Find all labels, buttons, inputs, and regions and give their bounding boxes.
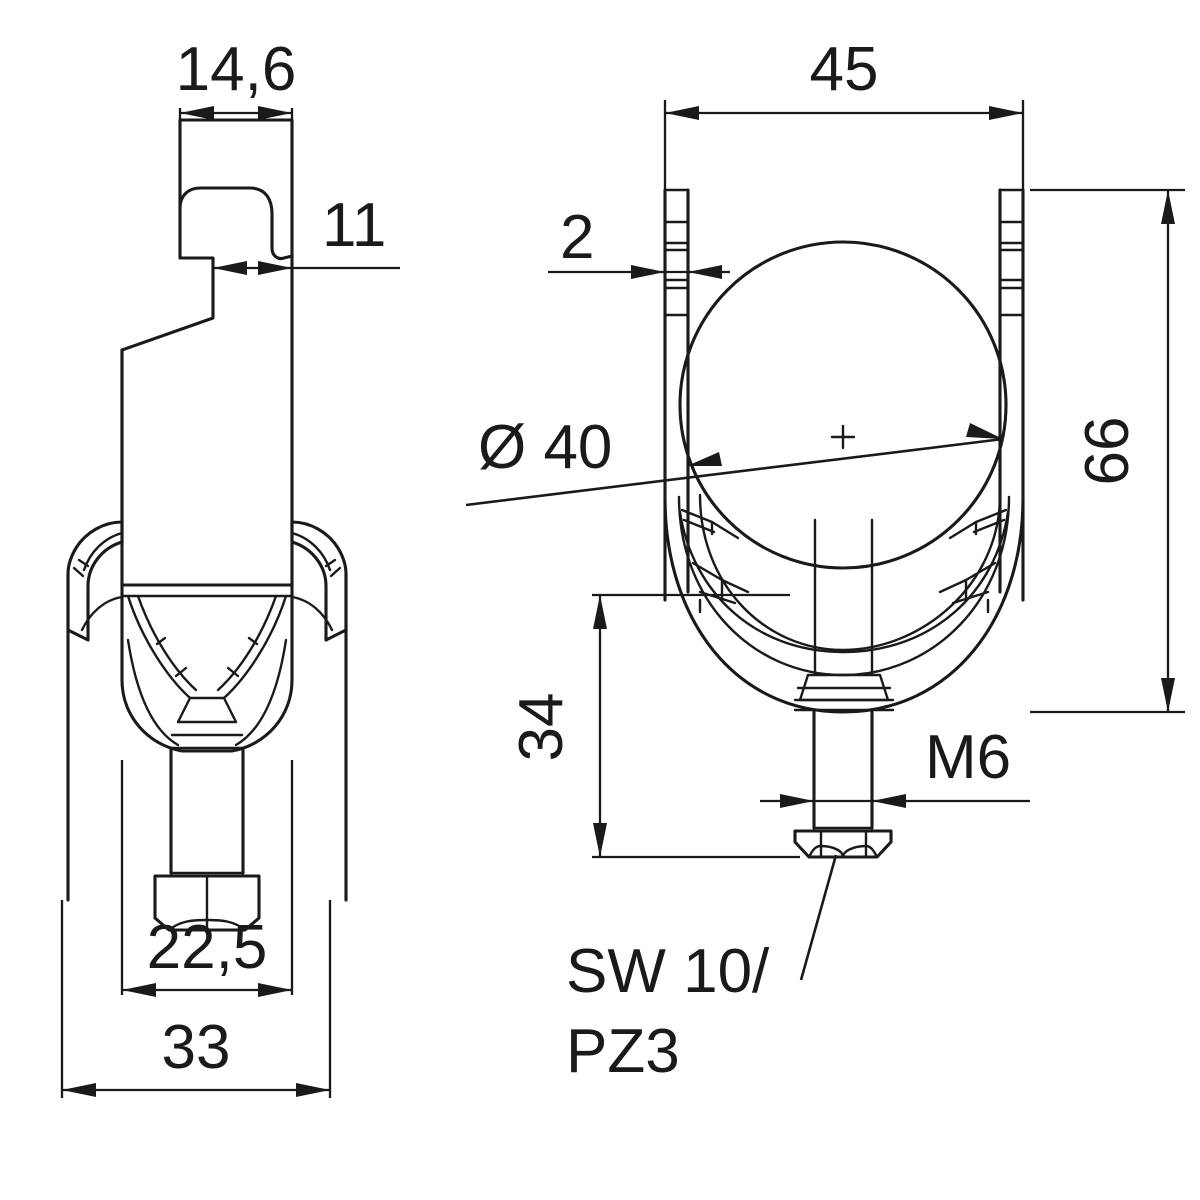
front-view-hex-nut-chamfer-mid <box>819 844 845 859</box>
side-view-right-wing-inner-line-2 <box>324 558 337 568</box>
dim-label-diameter-40: Ø 40 <box>478 413 612 482</box>
side-view-left-wing-inner-line-3 <box>72 566 85 578</box>
arrow-225-right <box>258 983 292 997</box>
arrow-146-right <box>258 106 292 120</box>
side-view-saddle-inner-curve-right <box>234 638 288 747</box>
front-view-center-boss <box>813 518 874 677</box>
arrow-34-top <box>593 595 607 629</box>
front-view-rib-left-4 <box>698 590 737 605</box>
arrow-146-left <box>180 106 214 120</box>
front-view-dimensions: 45 2 Ø 40 66 34 M6 SW 10/ PZ3 <box>465 35 1185 1086</box>
side-view-rib-left-seg2 <box>174 666 188 678</box>
arrow-33-right <box>296 1083 330 1097</box>
dim-label-66: 66 <box>1073 417 1142 486</box>
arrow-diameter-left <box>687 452 722 466</box>
side-view-right-wing-outer <box>290 520 348 642</box>
dim-label-driver-line2: PZ3 <box>566 1017 680 1086</box>
front-view-left-rail <box>663 188 690 602</box>
arrow-225-left <box>122 983 156 997</box>
side-view-right-wing-inner-line-3 <box>329 566 342 578</box>
side-view-rib-right-inner <box>216 594 278 692</box>
arrow-2-right <box>688 265 722 279</box>
side-view-bolt-shank <box>169 746 245 875</box>
front-view-hex-nut-chamfer-right <box>864 844 879 859</box>
arrow-34-bottom <box>593 823 607 857</box>
arrow-m6-right <box>872 794 906 808</box>
arrow-45-right <box>989 106 1023 120</box>
front-view-group <box>663 188 1025 859</box>
side-view-dimensions: 14,6 11 22,5 33 <box>60 35 400 1098</box>
front-view-rib-right-2 <box>972 518 1006 534</box>
front-view-bolt-shank <box>812 708 874 830</box>
side-view-hex-nut-chamfer-right <box>205 918 247 932</box>
front-view-rib-right-4 <box>951 590 990 605</box>
arrow-m6-left <box>780 794 814 808</box>
side-view-left-wing-outer <box>66 520 124 642</box>
side-view-upper-tab <box>178 118 294 261</box>
side-view-notch-step <box>120 206 215 532</box>
side-view-rib-right-seg2 <box>226 666 240 678</box>
front-view-rib-left-2 <box>682 518 716 534</box>
side-view-rib-right-outer <box>222 594 288 700</box>
side-view-rib-left-seg1 <box>155 636 167 646</box>
front-view-saddle-outer <box>663 496 1025 714</box>
arrow-66-bottom <box>1161 678 1175 712</box>
side-view-rib-left-inner <box>136 594 198 692</box>
front-view-hex-nut-chamfer-left <box>807 844 823 859</box>
arrow-11-right <box>258 261 292 275</box>
side-view-left-wing-inner-line-2 <box>77 558 90 568</box>
side-view-saddle-inner-curve-left <box>126 638 180 747</box>
dim-label-34: 34 <box>507 693 576 762</box>
side-view-rib-left-outer <box>126 594 192 700</box>
side-view-group <box>66 118 348 932</box>
arrow-2-left <box>631 265 665 279</box>
side-view-center-pad <box>176 696 238 724</box>
driver-leader-line <box>799 854 838 981</box>
arrow-diameter-right <box>966 423 1003 439</box>
dim-label-m6: M6 <box>925 723 1011 792</box>
dim-label-14-6: 14,6 <box>176 35 297 104</box>
side-view-rib-right-seg1 <box>247 636 259 646</box>
front-view-saddle-band-1 <box>677 495 1011 677</box>
side-view-right-wing-lower-curve <box>290 595 334 632</box>
side-view-saddle-outer <box>120 594 294 753</box>
dim-label-33: 33 <box>162 1013 231 1082</box>
dim-label-11: 11 <box>322 191 386 260</box>
side-view-hex-nut-chamfer-left <box>167 918 209 932</box>
arrow-33-left <box>62 1083 96 1097</box>
arrow-11-left <box>213 261 247 275</box>
diameter-leader-line <box>465 437 1004 507</box>
dim-label-22-5: 22,5 <box>147 913 268 982</box>
arrow-66-top <box>1161 190 1175 224</box>
front-view-saddle-band-4 <box>841 510 1010 654</box>
side-view-left-wing-lower-curve <box>80 595 124 632</box>
front-view-saddle-band-3 <box>678 510 845 654</box>
dim-label-driver-line1: SW 10/ <box>566 937 770 1006</box>
front-view-right-rail <box>998 188 1025 602</box>
arrow-45-left <box>665 106 699 120</box>
front-view-cable-circle <box>678 240 1008 570</box>
front-view-saddle-band-2 <box>698 493 1002 652</box>
dim-label-2: 2 <box>560 203 594 272</box>
dim-label-45: 45 <box>810 35 879 104</box>
front-view-hex-nut-chamfer-mid2 <box>841 844 868 859</box>
